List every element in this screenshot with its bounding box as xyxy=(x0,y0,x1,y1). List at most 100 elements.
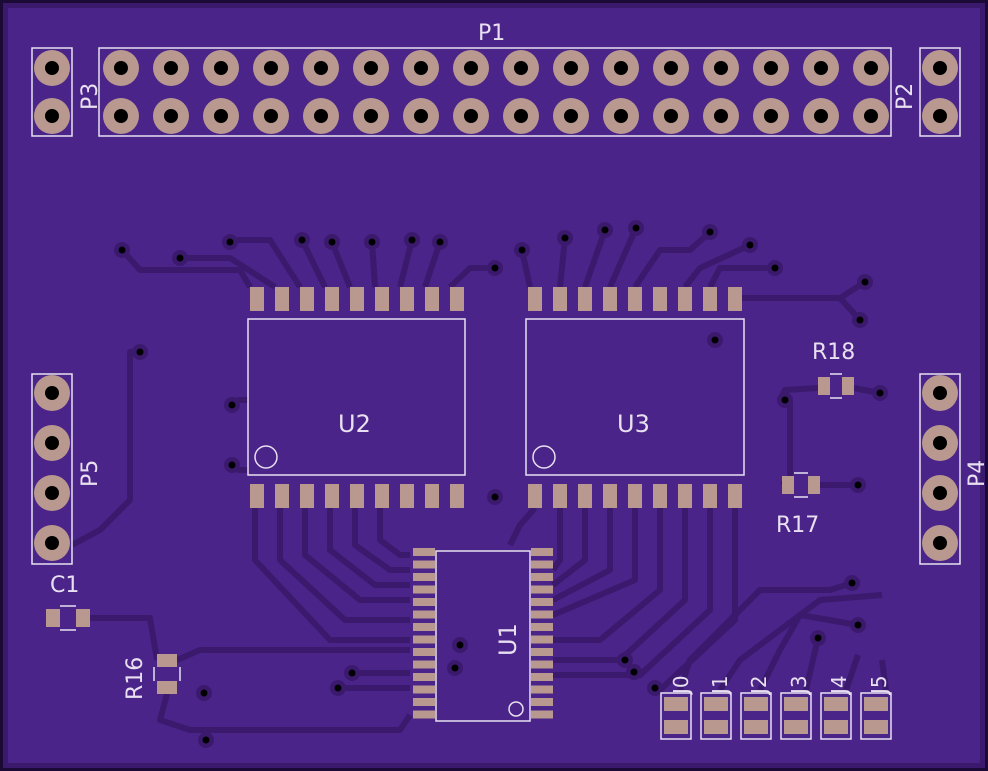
copper-trace xyxy=(252,508,410,643)
c1-footprint xyxy=(46,605,90,631)
r17-footprint xyxy=(782,472,820,498)
p1-outline xyxy=(98,47,892,137)
p1-pin-drill xyxy=(714,109,728,123)
copper-trace xyxy=(557,237,568,288)
u1-pad xyxy=(531,548,553,556)
r16-pad xyxy=(157,654,177,667)
via-drill xyxy=(711,336,719,344)
jumper-label: J1 xyxy=(708,675,732,696)
copper-trace xyxy=(682,242,752,289)
via-drill xyxy=(856,316,864,324)
u1-pad xyxy=(413,573,435,581)
jumper-label: J3 xyxy=(787,675,811,696)
copper-trace xyxy=(90,615,160,661)
via-drill xyxy=(334,684,342,692)
copper-trace xyxy=(553,508,688,663)
u2-pad xyxy=(425,287,439,311)
jumper-pad xyxy=(744,697,768,711)
u1-pad xyxy=(531,560,553,569)
u3-pad xyxy=(553,484,567,508)
u3-pad xyxy=(528,287,542,311)
copper-trace xyxy=(119,247,253,289)
copper-trace xyxy=(632,229,713,289)
p1-pin-drill xyxy=(614,109,628,123)
p1-pin-drill xyxy=(514,61,528,75)
p1-pin-drill xyxy=(464,61,478,75)
u3-pin1-marker xyxy=(532,445,556,469)
u3-label: U3 xyxy=(617,410,650,438)
copper-trace xyxy=(299,238,328,289)
u2-pad xyxy=(375,484,389,508)
via-drill xyxy=(848,579,856,587)
u2-pad xyxy=(350,484,364,508)
u1-pad xyxy=(413,548,435,556)
copper-trace xyxy=(553,508,663,643)
label-layer: P1 P3 P2 P5 P4 U2 U3 U1 R18 R17 C1 R16 J… xyxy=(50,21,988,700)
c1-pad xyxy=(76,609,90,627)
via-drill xyxy=(876,389,884,397)
u1-pad xyxy=(413,660,435,669)
jumper-outline xyxy=(780,692,812,740)
u2-pad xyxy=(400,484,414,508)
p1-pin-drill xyxy=(364,109,378,123)
trace-layer xyxy=(70,226,889,733)
jumper-outline xyxy=(860,692,892,740)
r17-pad xyxy=(808,476,820,494)
p1-pin-drill xyxy=(714,61,728,75)
via-drill xyxy=(456,641,464,649)
via-drill xyxy=(200,689,208,697)
via-drill xyxy=(854,481,862,489)
jumper-outline xyxy=(820,692,852,740)
p1-pin-drill xyxy=(764,109,778,123)
copper-trace xyxy=(843,654,861,691)
copper-trace xyxy=(582,229,608,288)
via-drill xyxy=(861,278,869,286)
p3-label: P3 xyxy=(78,83,103,110)
u1-pad xyxy=(531,573,553,581)
u2-pad xyxy=(300,287,314,311)
r18-label: R18 xyxy=(812,340,855,365)
jumper-outline xyxy=(740,692,772,740)
p4-pin-drill xyxy=(933,536,947,550)
u3-pad xyxy=(728,287,742,311)
p1-pin-drill xyxy=(564,61,578,75)
u2-pad xyxy=(450,484,464,508)
u2-label: U2 xyxy=(338,410,371,438)
p5-pin-drill xyxy=(45,436,59,450)
p1-pin-drill xyxy=(414,61,428,75)
copper-trace xyxy=(607,226,639,289)
u1-pad xyxy=(413,685,435,694)
via-drill xyxy=(176,254,184,262)
copper-trace xyxy=(879,659,889,691)
p1-pin-drill xyxy=(764,61,778,75)
jumper-pad xyxy=(704,720,728,734)
p1-pin-drill xyxy=(414,109,428,123)
u1-pad xyxy=(413,710,435,719)
p1-pin-drill xyxy=(264,109,278,123)
u3-pad xyxy=(653,484,667,508)
u2-pad xyxy=(300,484,314,508)
p1-pin-drill xyxy=(664,61,678,75)
u3-pad xyxy=(578,484,592,508)
p3-pin-drill xyxy=(45,61,59,75)
p1-pin-drill xyxy=(164,61,178,75)
c1-pad xyxy=(46,609,60,627)
copper-trace xyxy=(327,508,410,588)
copper-trace xyxy=(230,237,303,289)
jumper-outline xyxy=(700,692,732,740)
r16-footprint xyxy=(153,654,181,694)
jumper-layer xyxy=(660,692,892,740)
p1-pin-drill xyxy=(814,109,828,123)
u3-pad xyxy=(553,287,567,311)
jumper-label: J4 xyxy=(827,675,851,696)
copper-trace xyxy=(397,239,415,288)
u3-pad xyxy=(703,287,717,311)
p1-pin-drill xyxy=(214,61,228,75)
jumper-pad xyxy=(664,697,688,711)
jumper-pad xyxy=(704,697,728,711)
copper-trace xyxy=(717,592,883,692)
p4-label: P4 xyxy=(965,460,988,487)
u3-pad xyxy=(728,484,742,508)
via-drill xyxy=(451,664,459,672)
u2-pad xyxy=(350,287,364,311)
